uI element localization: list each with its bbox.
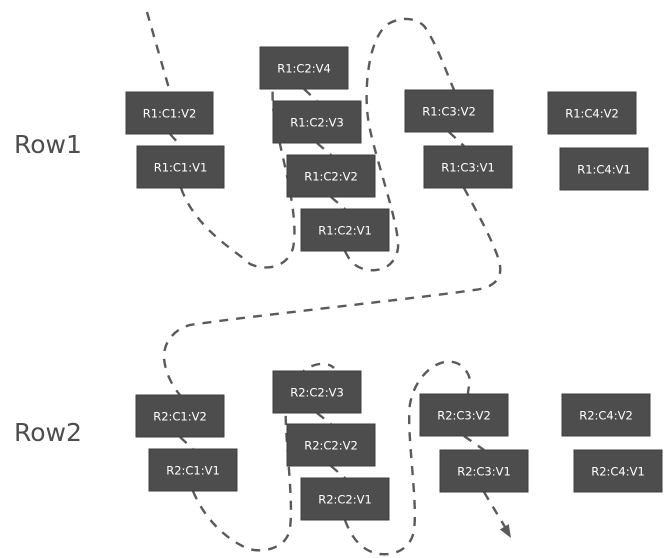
node-label: R1:C2:V3: [290, 116, 344, 130]
node-label: R1:C2:V2: [304, 170, 358, 184]
node-box[interactable]: [423, 145, 513, 189]
node-box[interactable]: [573, 449, 663, 493]
node-r1c2v2[interactable]: R1:C2:V2: [286, 154, 376, 198]
node-box[interactable]: [559, 147, 649, 191]
node-r1c1v2[interactable]: R1:C1:V2: [125, 91, 214, 135]
node-box[interactable]: [300, 477, 390, 521]
node-box[interactable]: [419, 393, 509, 437]
edge-r2c3v1-to-end: [482, 491, 510, 533]
node-box[interactable]: [561, 393, 651, 437]
node-r1c3v1[interactable]: R1:C3:V1: [423, 145, 513, 189]
node-r2c2v2[interactable]: R2:C2:V2: [286, 423, 376, 467]
node-box[interactable]: [547, 91, 637, 135]
edge-r1c3v2-to-r1c3v1: [448, 131, 465, 147]
node-label: R2:C2:V2: [304, 439, 358, 453]
node-label: R1:C3:V2: [422, 105, 476, 119]
edge-r1c2v2-to-r1c2v1: [330, 196, 346, 210]
edge-r1c2v1-to-r1c3v2: [343, 17, 456, 272]
node-label: R2:C4:V1: [591, 465, 645, 479]
edge-start-to-r1c1v2: [145, 11, 172, 93]
node-r2c4v1[interactable]: R2:C4:V1: [573, 449, 663, 493]
node-label: R1:C2:V4: [277, 62, 331, 76]
edge-r2c1v1-to-r2c2v3: [191, 362, 335, 552]
node-r1c4v1[interactable]: R1:C4:V1: [559, 147, 649, 191]
edge-r2c3v2-to-r2c3v1: [463, 435, 485, 451]
node-label: R1:C1:V2: [143, 107, 197, 121]
node-r1c2v1[interactable]: R1:C2:V1: [300, 208, 390, 252]
edge-r1c2v4-to-r1c2v3: [303, 88, 318, 102]
node-label: R2:C2:V1: [318, 493, 372, 507]
node-label: R1:C4:V2: [565, 107, 619, 121]
node-box[interactable]: [286, 154, 376, 198]
node-box[interactable]: [272, 100, 362, 144]
node-label: R2:C3:V1: [457, 465, 511, 479]
node-label: R2:C1:V2: [153, 410, 207, 424]
node-label: R2:C2:V3: [290, 386, 344, 400]
node-box[interactable]: [439, 449, 529, 493]
node-r1c2v4[interactable]: R1:C2:V4: [259, 46, 349, 90]
node-r2c2v1[interactable]: R2:C2:V1: [300, 477, 390, 521]
node-box[interactable]: [135, 394, 225, 438]
node-r1c1v1[interactable]: R1:C1:V1: [136, 145, 225, 189]
node-r1c3v2[interactable]: R1:C3:V2: [404, 89, 494, 133]
node-r2c1v2[interactable]: R2:C1:V2: [135, 394, 225, 438]
edge-r2c2v1-to-r2c3v2: [343, 360, 471, 556]
node-box[interactable]: [259, 46, 349, 90]
node-box[interactable]: [286, 423, 376, 467]
edge-r2c2v3-to-r2c2v2: [316, 412, 332, 425]
node-r2c4v2[interactable]: R2:C4:V2: [561, 393, 651, 437]
edge-r2c1v2-to-r2c1v1: [179, 436, 194, 450]
node-box[interactable]: [125, 91, 214, 135]
node-box[interactable]: [404, 89, 494, 133]
row-label-row1: Row1: [14, 130, 82, 159]
node-box[interactable]: [148, 448, 238, 492]
node-label: R1:C3:V1: [441, 161, 495, 175]
node-label: R1:C2:V1: [318, 224, 372, 238]
edge-r1c2v3-to-r1c2v2: [316, 142, 332, 156]
node-r2c3v2[interactable]: R2:C3:V2: [419, 393, 509, 437]
node-r2c2v3[interactable]: R2:C2:V3: [272, 370, 362, 414]
node-box[interactable]: [272, 370, 362, 414]
arrowheads-layer: [499, 524, 511, 538]
node-label: R2:C3:V2: [437, 409, 491, 423]
node-r2c1v1[interactable]: R2:C1:V1: [148, 448, 238, 492]
row-label-row2: Row2: [14, 418, 82, 447]
node-r1c2v3[interactable]: R1:C2:V3: [272, 100, 362, 144]
node-r1c4v2[interactable]: R1:C4:V2: [547, 91, 637, 135]
edge-arrowhead-icon: [499, 524, 511, 538]
node-box[interactable]: [300, 208, 390, 252]
edge-r1c1v2-to-r1c1v1: [169, 133, 182, 147]
node-label: R1:C4:V1: [577, 163, 631, 177]
node-label: R2:C1:V1: [166, 464, 220, 478]
edge-r2c2v2-to-r2c2v1: [330, 465, 346, 479]
node-box[interactable]: [136, 145, 225, 189]
node-r2c3v1[interactable]: R2:C3:V1: [439, 449, 529, 493]
node-label: R1:C1:V1: [154, 161, 208, 175]
node-label: R2:C4:V2: [579, 409, 633, 423]
